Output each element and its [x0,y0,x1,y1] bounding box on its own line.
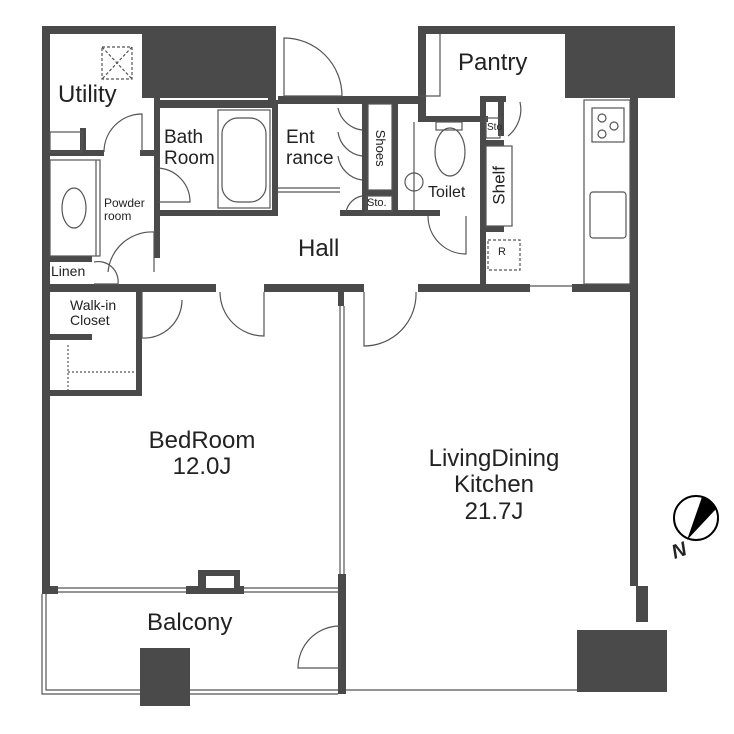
room-label-closet-line2: Closet [70,312,110,329]
room-label-bath-line1: Bath [164,127,204,148]
room-label-linen: Linen [51,263,86,279]
room-label-storage-kitchen: Sto [487,122,503,133]
room-label-entrance: Ent rance [286,127,334,170]
room-label-entrance-line1: Ent [286,127,315,148]
room-label-powder-line1: Powder [104,196,145,210]
room-label-shoes: Shoes [373,129,389,167]
ldk-name-line2: Kitchen [453,471,535,499]
ldk-size: 21.7J [464,497,524,525]
room-label-powder-room: Powder room [104,196,145,224]
bedroom-name: BedRoom [148,427,256,454]
room-label-closet-line1: Walk-in [70,297,117,313]
refrigerator-label: R [498,246,506,258]
room-label-entrance-line2: rance [286,147,334,169]
bedroom-size: 12.0J [172,453,232,481]
room-label-pantry: Pantry [458,49,528,76]
room-label-powder-line2: room [104,209,132,224]
room-label-utility: Utility [58,81,117,108]
room-label-bath-line2: Room [164,147,215,169]
room-label-walk-in-closet: Walk-in Closet [70,297,117,329]
room-label-hall: Hall [298,235,340,262]
room-label-ldk: LivingDining Kitchen 21.7J [414,445,574,525]
room-label-shelf: Shelf [489,165,509,205]
walls [42,26,675,706]
room-label-toilet: Toilet [428,184,466,201]
north-arrow-icon [673,495,719,541]
room-label-storage-entrance: Sto. [367,197,387,209]
room-label-bedroom: BedRoom 12.0J [132,427,272,481]
room-label-balcony: Balcony [147,609,233,636]
room-label-bath: Bath Room [164,127,215,170]
thin-lines [41,34,631,695]
ldk-name-line1: LivingDining [428,445,560,472]
